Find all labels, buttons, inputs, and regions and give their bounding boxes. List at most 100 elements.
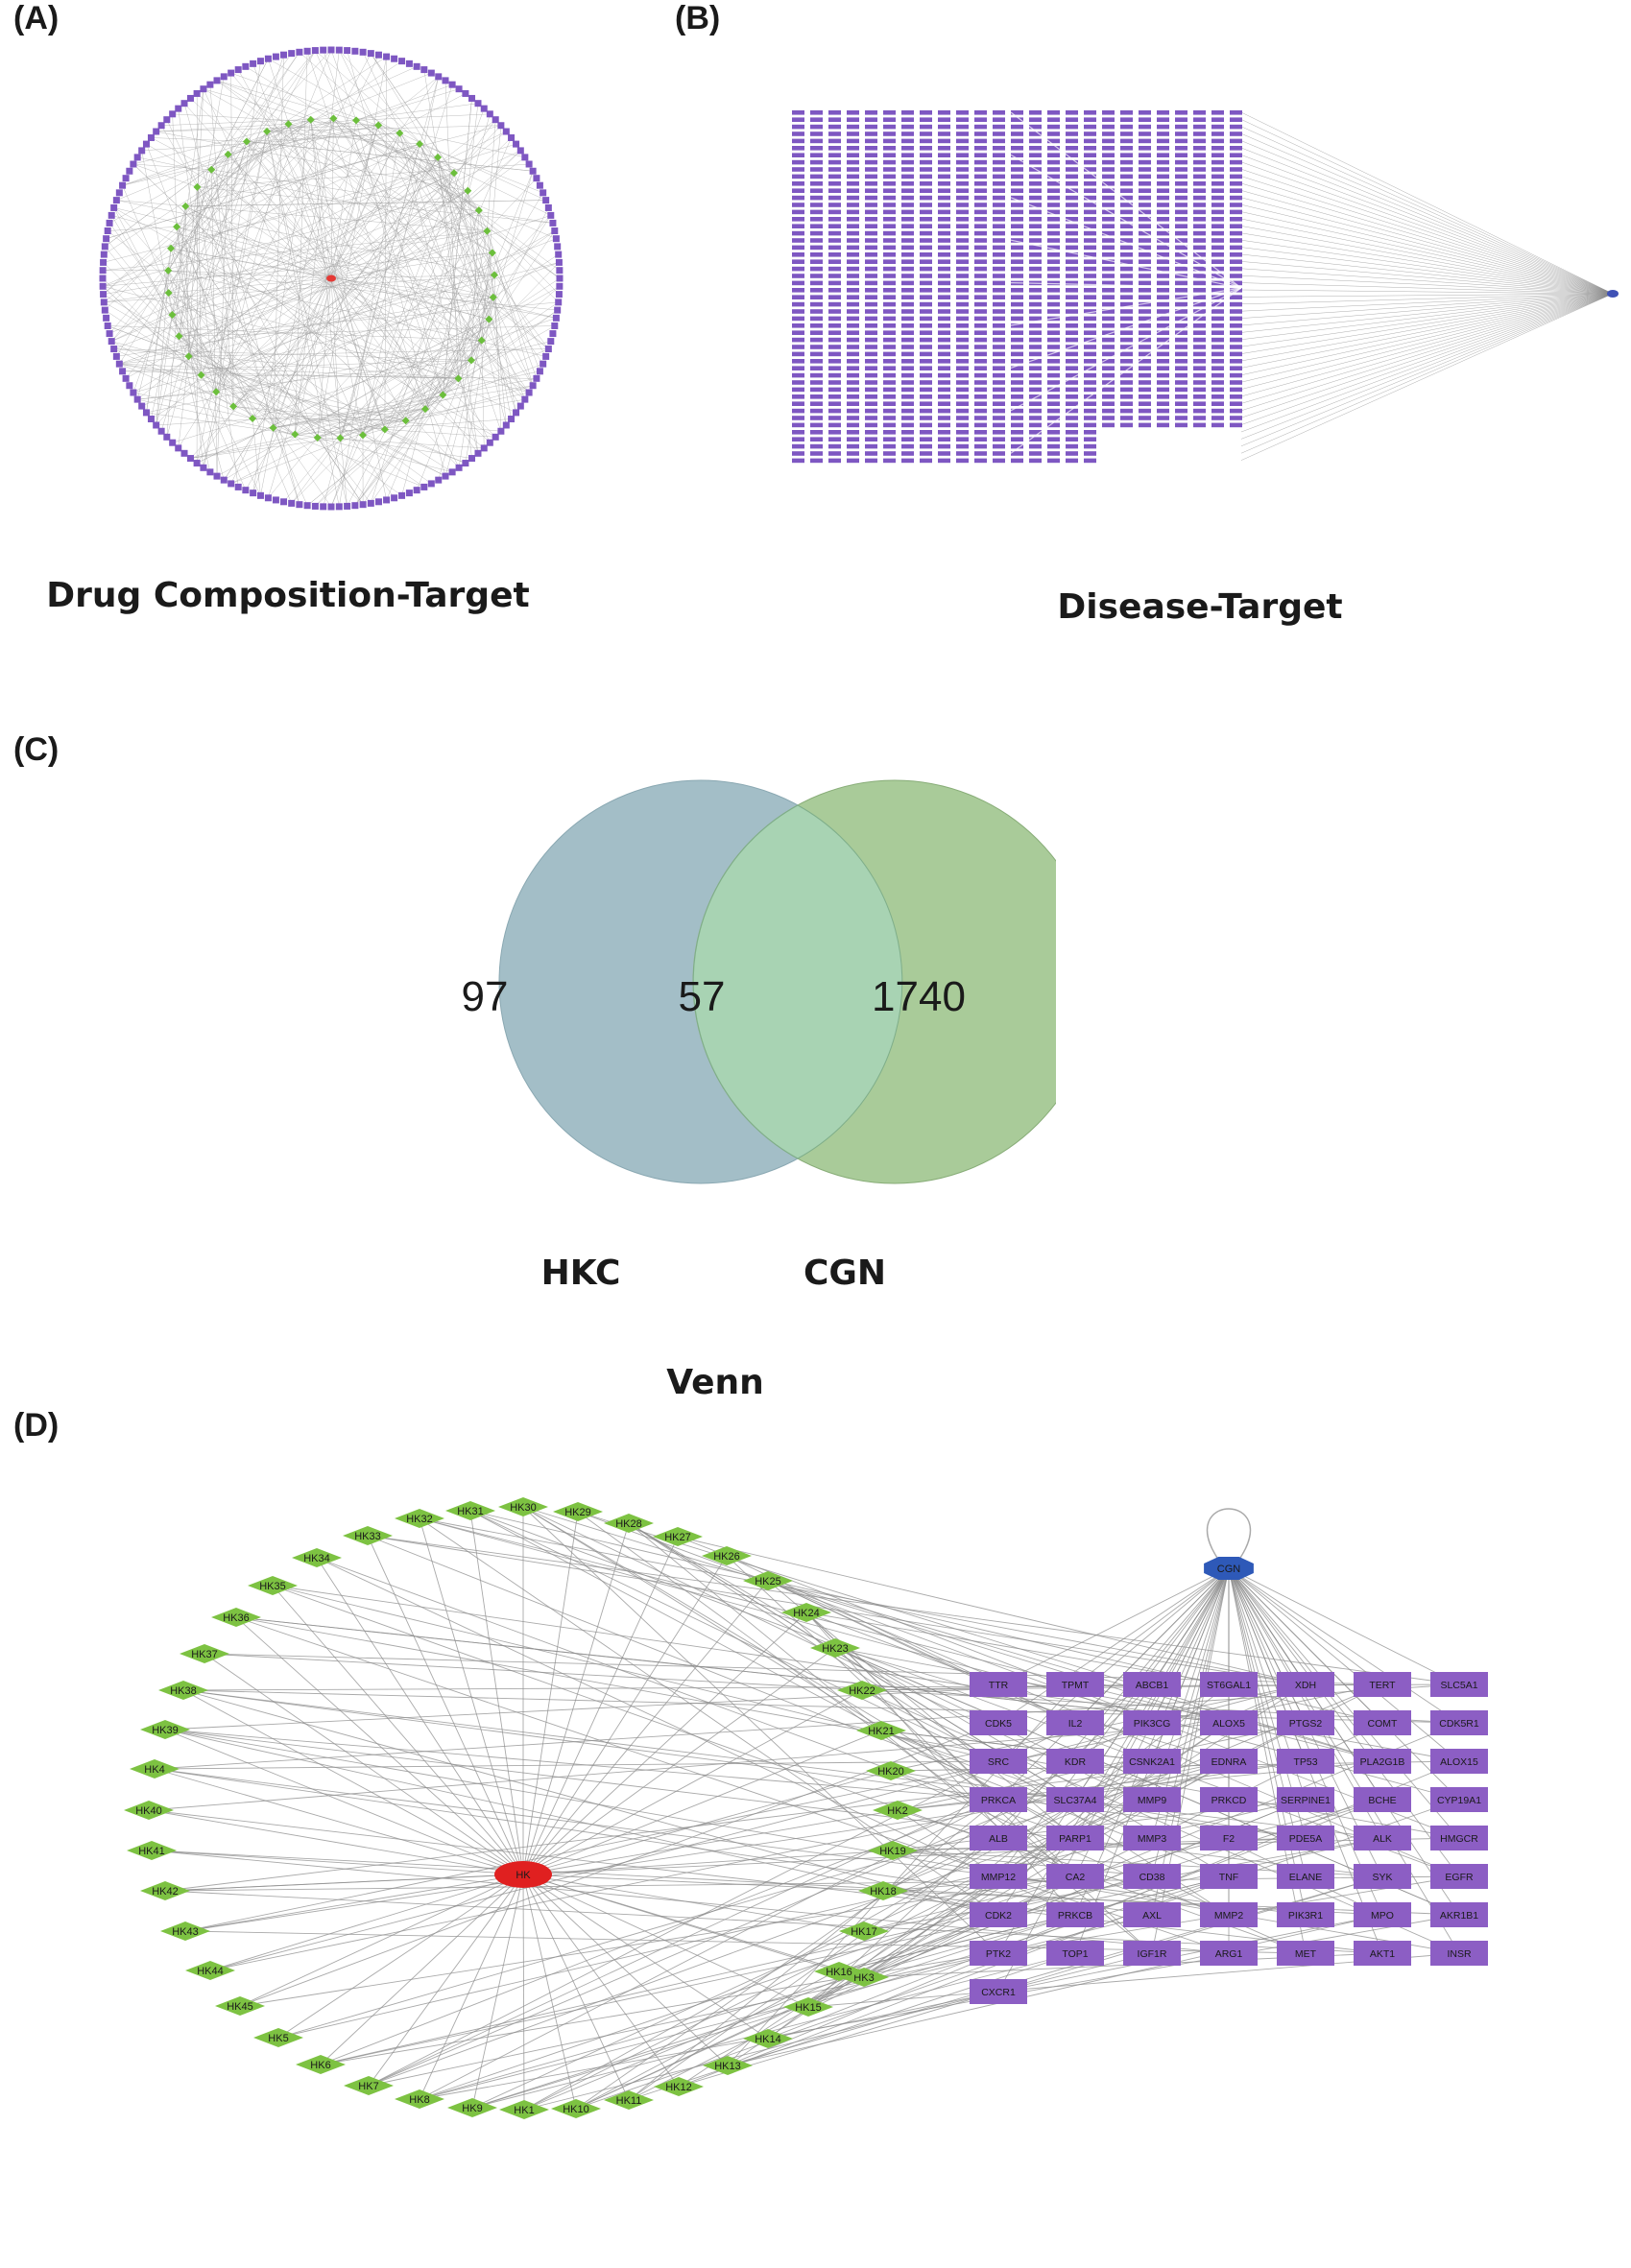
compound-label: HK10 — [563, 2104, 589, 2115]
target-node: PARP1 — [1046, 1826, 1104, 1850]
compound-diamond — [499, 2100, 549, 2119]
target-node — [828, 416, 841, 420]
target-node — [883, 167, 896, 172]
target-node — [1102, 266, 1115, 272]
target-node — [1211, 330, 1224, 335]
target-node — [810, 394, 823, 399]
target-node — [993, 351, 1005, 357]
target-node — [974, 458, 987, 464]
compound-node: HK27 — [653, 1527, 703, 1546]
target-node — [468, 455, 476, 463]
target-node — [1084, 174, 1096, 179]
compound-node: HK43 — [160, 1922, 210, 1941]
target-node — [938, 117, 950, 122]
target-node — [1157, 217, 1169, 222]
target-node — [993, 209, 1005, 215]
target-node — [810, 416, 823, 420]
target-node — [920, 443, 932, 449]
target-node — [901, 301, 914, 307]
target-node — [1029, 422, 1042, 428]
target-node — [1066, 195, 1078, 201]
target-node — [847, 330, 859, 335]
target-node — [920, 309, 932, 314]
target-node — [792, 153, 804, 157]
target-node — [1230, 138, 1242, 144]
edges-a — [102, 49, 561, 508]
compound-label: HK42 — [152, 1886, 179, 1898]
target-node — [865, 416, 877, 420]
target-node — [1157, 259, 1169, 264]
target-node — [956, 323, 969, 328]
target-node — [206, 81, 214, 88]
target-node — [1120, 316, 1133, 322]
target-box — [1430, 1826, 1488, 1850]
target-label: SLC37A4 — [1054, 1795, 1097, 1806]
venn-set-label-cgn: CGN — [803, 1253, 887, 1293]
target-node — [1230, 110, 1242, 115]
target-node — [1175, 124, 1187, 130]
target-node — [1175, 230, 1187, 236]
target-node — [516, 147, 524, 155]
target-node — [1029, 316, 1042, 322]
compound-node — [224, 150, 232, 158]
target-box — [1354, 1787, 1411, 1812]
target-node — [974, 153, 987, 157]
target-node — [792, 167, 804, 172]
target-node — [1120, 131, 1133, 136]
target-node — [1102, 401, 1115, 406]
target-node — [359, 501, 367, 509]
target-node — [1193, 181, 1206, 186]
target-node — [792, 288, 804, 293]
target-node — [847, 301, 859, 307]
target-node — [956, 316, 969, 322]
target-node — [974, 203, 987, 207]
target-node — [1011, 372, 1023, 378]
target-node — [344, 502, 351, 510]
compound-diamond — [702, 1546, 752, 1565]
target-node — [1157, 181, 1169, 186]
target-node — [1011, 224, 1023, 228]
target-label: CDK5 — [985, 1718, 1012, 1730]
target-node — [1139, 209, 1151, 215]
target-node — [883, 280, 896, 286]
target-node — [865, 167, 877, 172]
target-node — [1102, 124, 1115, 130]
target-node — [865, 181, 877, 186]
target-node — [1120, 330, 1133, 335]
target-node — [1029, 117, 1042, 122]
target-node — [1120, 110, 1133, 115]
target-grid-b — [792, 110, 1242, 464]
target-node — [920, 238, 932, 243]
target-node — [280, 498, 288, 506]
target-node — [901, 451, 914, 456]
target-node — [938, 288, 950, 293]
compound-label: HK7 — [358, 2081, 378, 2092]
target-node — [296, 501, 303, 509]
target-node — [828, 458, 841, 464]
target-box — [970, 1826, 1027, 1850]
target-node — [1139, 159, 1151, 165]
target-node — [974, 188, 987, 193]
target-node — [993, 167, 1005, 172]
target-node — [828, 323, 841, 328]
compound-label: HK5 — [268, 2033, 288, 2044]
target-node — [442, 77, 449, 84]
target-node — [1066, 230, 1078, 236]
target-node — [544, 203, 552, 211]
compound-node — [193, 182, 202, 191]
target-node — [1102, 167, 1115, 172]
target-node — [1084, 124, 1096, 130]
target-label: SERPINE1 — [1281, 1795, 1331, 1806]
target-node — [810, 359, 823, 364]
target-node — [828, 181, 841, 186]
target-node — [901, 394, 914, 399]
target-node — [549, 330, 557, 338]
target-node — [792, 372, 804, 378]
target-node — [993, 195, 1005, 201]
target-node — [1066, 309, 1078, 314]
target-node — [938, 203, 950, 207]
target-node — [920, 323, 932, 328]
compound-node: HK39 — [140, 1720, 190, 1739]
target-node — [1029, 124, 1042, 130]
compound-label: HK14 — [755, 2034, 781, 2045]
